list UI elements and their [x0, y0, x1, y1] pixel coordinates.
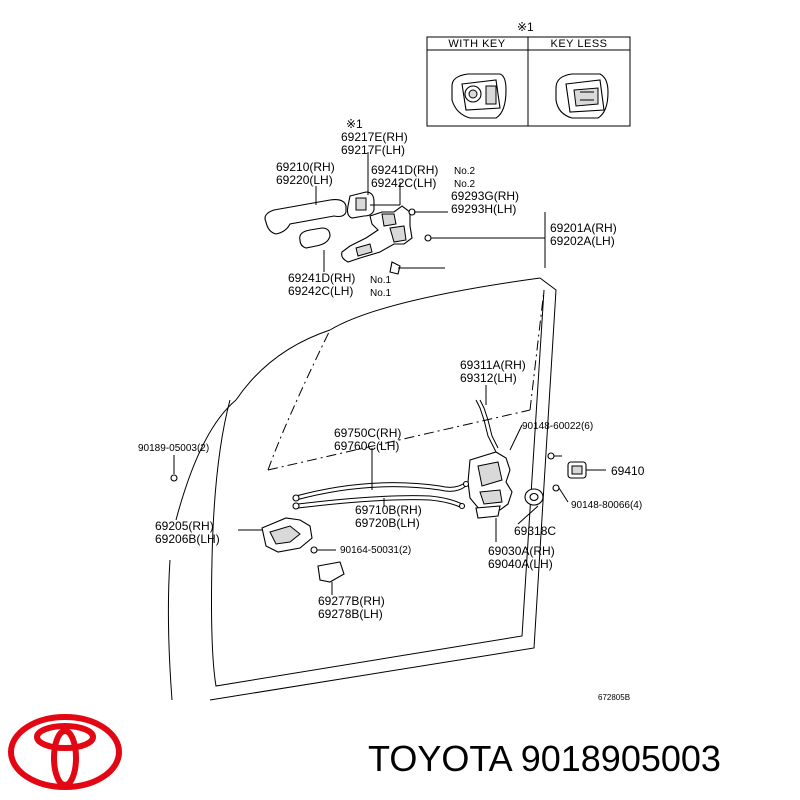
- label-69210: 69210(RH) 69220(LH): [276, 160, 338, 187]
- label-69217-lh: 69217F(LH): [341, 143, 405, 157]
- label-69201: 69201A(RH) 69202A(LH): [550, 221, 620, 248]
- label-69217-rh: 69217E(RH): [341, 130, 408, 144]
- label-69201-lh: 69202A(LH): [550, 234, 615, 248]
- label-69277-rh: 69277B(RH): [318, 594, 385, 608]
- label-69205-lh: 69206B(LH): [155, 532, 220, 546]
- label-69205: 69205(RH) 69206B(LH): [155, 519, 220, 546]
- part-labels: ※1 69217E(RH) 69217F(LH) 69210(RH) 69220…: [138, 117, 645, 702]
- inset-header-key-less: KEY LESS: [551, 38, 608, 50]
- label-69311-rh: 69311A(RH): [460, 358, 526, 372]
- label-69241d-no1: 69241D(RH) 69242C(LH): [288, 271, 359, 298]
- label-69217-marker: ※1: [346, 117, 363, 131]
- label-69318c: 69318C: [514, 524, 556, 538]
- label-69750: 69750C(RH) 69760C(LH): [334, 426, 405, 453]
- label-69210-rh: 69210(RH): [276, 160, 335, 174]
- label-90164-50031: 90164-50031(2): [340, 545, 411, 556]
- label-69293-lh: 69293H(LH): [451, 202, 516, 216]
- label-69241d-no2-suffix-rh: No.2: [454, 166, 476, 177]
- brand-name: TOYOTA: [368, 738, 511, 779]
- label-69241d-no2-lh: 69242C(LH): [371, 176, 436, 190]
- label-69030-lh: 69040A(LH): [488, 557, 553, 571]
- inset-header-with-key: WITH KEY: [448, 38, 505, 50]
- label-69210-lh: 69220(LH): [276, 173, 333, 187]
- label-69241d-no1-rh: 69241D(RH): [288, 271, 355, 285]
- brand-part-number: 9018905003: [520, 738, 721, 779]
- label-90148-60022: 90148-60022(6): [522, 421, 593, 432]
- outside-handle-drawing: [264, 199, 347, 235]
- label-69410: 69410: [611, 464, 645, 478]
- label-69030-rh: 69030A(RH): [488, 544, 555, 558]
- handle-cap-key-less-drawing: [555, 73, 609, 119]
- label-69311-lh: 69312(LH): [460, 371, 517, 385]
- label-69241d-no2: 69241D(RH) 69242C(LH): [371, 163, 442, 190]
- label-69710-rh: 69710B(RH): [355, 503, 422, 517]
- inset-marker: ※1: [517, 20, 534, 34]
- label-69710-lh: 69720B(LH): [355, 516, 420, 530]
- label-90148-80066: 90148-80066(4): [571, 500, 642, 511]
- toyota-logo: [8, 714, 122, 790]
- label-69710: 69710B(RH) 69720B(LH): [355, 503, 425, 530]
- label-69277-lh: 69278B(LH): [318, 607, 383, 621]
- label-69241d-no2-rh: 69241D(RH): [371, 163, 438, 177]
- label-69241d-no1-lh: 69242C(LH): [288, 284, 353, 298]
- handle-cap-with-key-drawing: [451, 73, 507, 119]
- label-69241d-no1-suffix-rh: No.1: [370, 275, 392, 286]
- label-69205-rh: 69205(RH): [155, 519, 214, 533]
- label-69750-rh: 69750C(RH): [334, 426, 401, 440]
- brand-line: TOYOTA 9018905003: [368, 738, 721, 780]
- label-90189-05003: 90189-05003(2): [138, 443, 209, 454]
- label-69311: 69311A(RH) 69312(LH): [460, 358, 529, 385]
- label-69750-lh: 69760C(LH): [334, 439, 399, 453]
- label-69030: 69030A(RH) 69040A(LH): [488, 544, 558, 571]
- drawing-code: 672805B: [598, 693, 630, 702]
- label-69293: 69293G(RH) 69293H(LH): [451, 189, 522, 216]
- inside-handle-drawing: [170, 455, 345, 595]
- toyota-logo-ellipses: [8, 714, 122, 790]
- label-69293-rh: 69293G(RH): [451, 189, 519, 203]
- label-69241d-no2-suffix-lh: No.2: [454, 179, 476, 190]
- outside-handle-assembly-drawing: [264, 152, 546, 275]
- key-variant-inset: ※1 WITH KEY KEY LESS: [426, 20, 631, 127]
- door-lock-assembly-drawing: [467, 385, 606, 542]
- door-outline: [167, 277, 557, 701]
- label-69201-rh: 69201A(RH): [550, 221, 617, 235]
- lock-cables-drawing: [292, 448, 470, 510]
- label-69241d-no1-suffix-lh: No.1: [370, 288, 392, 299]
- label-69277: 69277B(RH) 69278B(LH): [318, 594, 388, 621]
- handle-pad-drawing: [299, 227, 331, 249]
- label-69217: ※1 69217E(RH) 69217F(LH): [341, 117, 411, 157]
- inside-handle-cover-drawing: [317, 561, 345, 583]
